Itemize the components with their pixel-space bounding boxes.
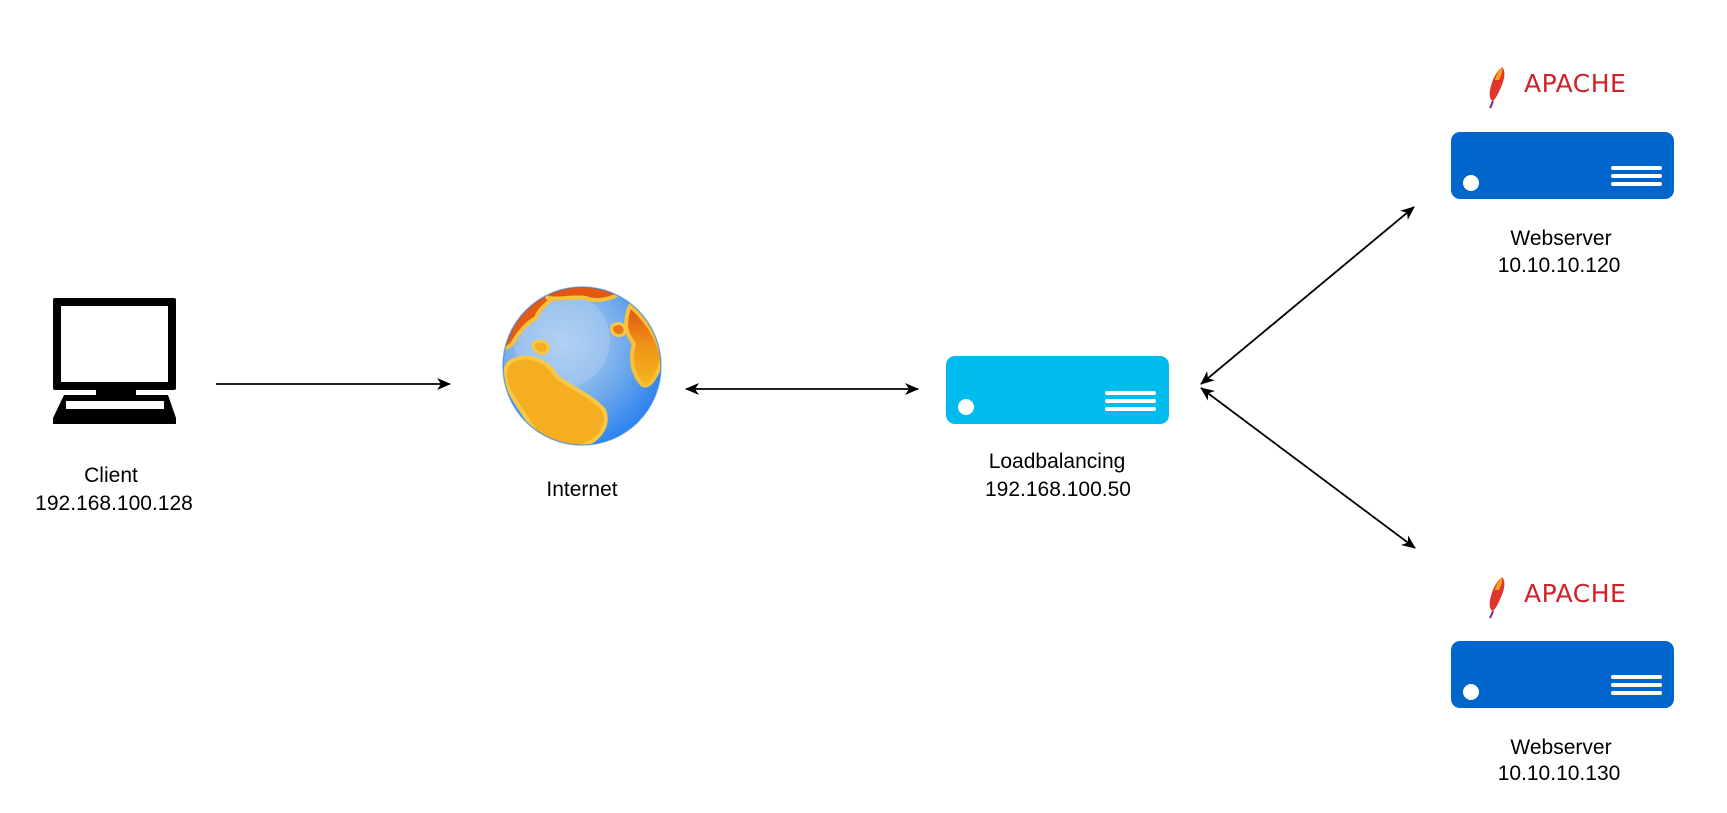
connector-loadbalancer-webserver1 [1200,206,1415,385]
internet-name: Internet [546,478,617,501]
webserver1-ip: 10.10.10.120 [1498,254,1621,277]
client-ip: 192.168.100.128 [35,492,193,515]
apache-logo: APACHE [1489,67,1626,109]
globe-icon [502,286,662,446]
apache-logo-text: APACHE [1524,69,1626,98]
loadbalancer-ip: 192.168.100.50 [985,478,1131,501]
apache-logo-text: APACHE [1524,579,1626,608]
internet-node: Internet [502,286,662,501]
server-icon [946,356,1169,424]
client-node: Client 192.168.100.128 [35,298,193,515]
apache-feather-icon [1489,67,1505,109]
server-icon [1451,132,1674,199]
loadbalancer-node: Loadbalancing 192.168.100.50 [946,356,1169,501]
webserver1-name: Webserver [1510,227,1611,250]
desktop-computer-icon [53,298,176,424]
client-name: Client [84,464,138,487]
server-icon [1451,641,1674,708]
webserver2-ip: 10.10.10.130 [1498,762,1621,785]
connector-loadbalancer-webserver2 [1200,387,1416,549]
webserver1-node: APACHE Webserver 10.10.10.120 [1451,67,1674,277]
webserver2-node: APACHE Webserver 10.10.10.130 [1451,577,1674,785]
loadbalancer-name: Loadbalancing [989,450,1126,473]
apache-feather-icon [1489,577,1505,619]
apache-logo: APACHE [1489,577,1626,619]
connections [216,206,1416,549]
webserver2-name: Webserver [1510,736,1611,759]
